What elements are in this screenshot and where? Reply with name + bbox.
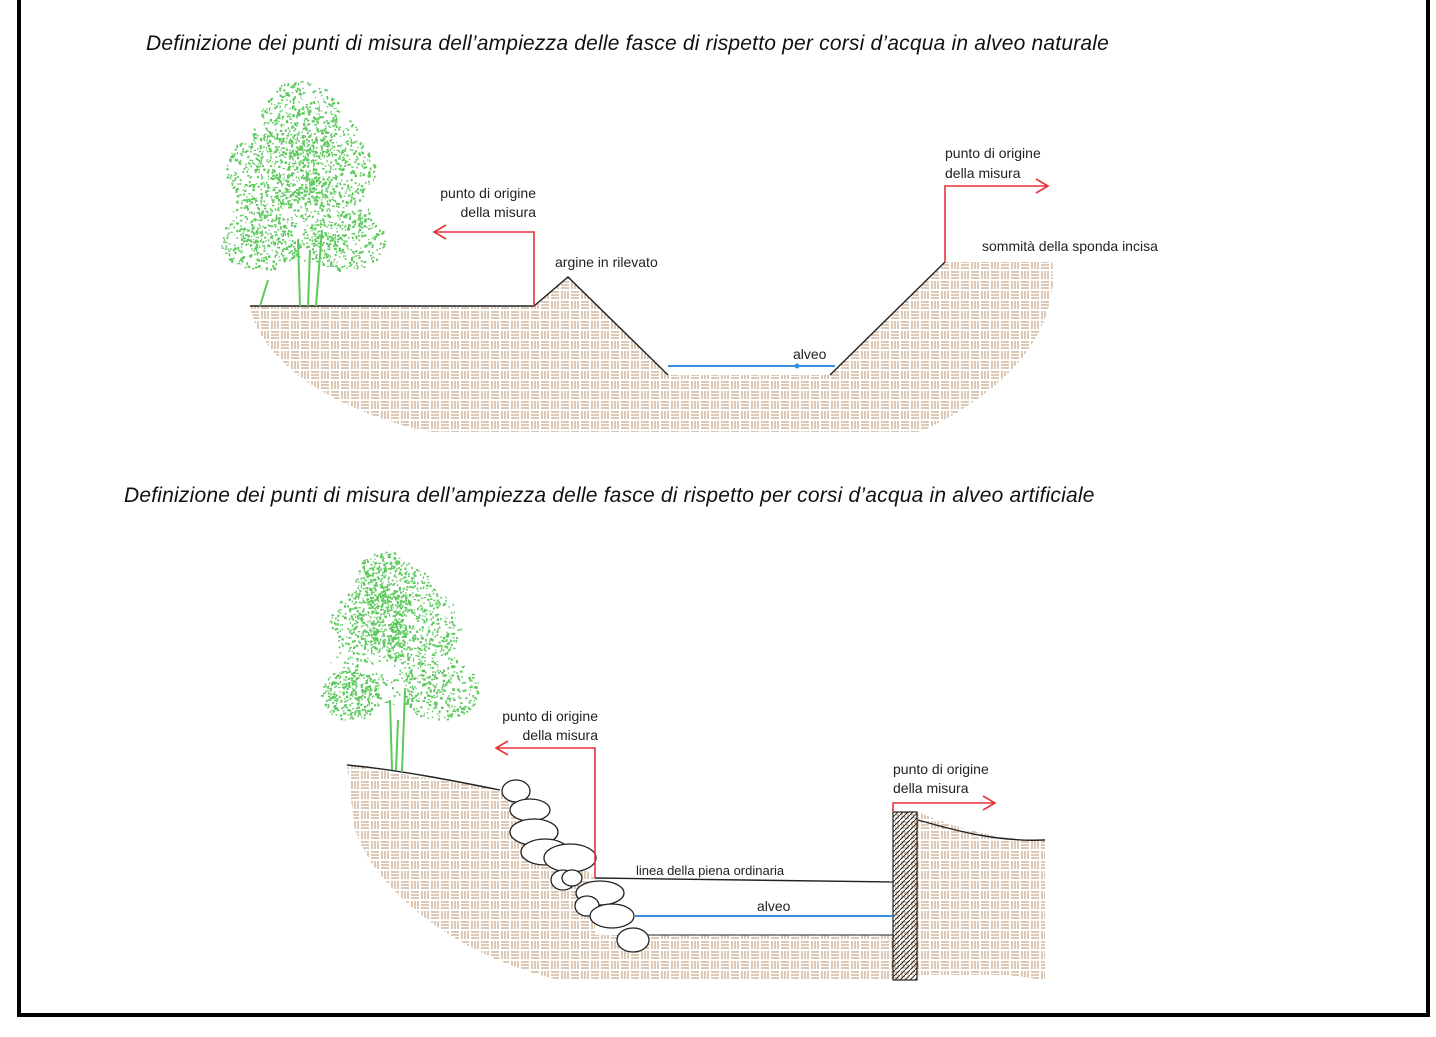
origin-label-left-2: della misura	[523, 727, 599, 743]
ground-profile-right	[829, 261, 946, 376]
riverbed-label: alveo	[793, 346, 827, 362]
water-marker	[794, 363, 800, 369]
origin-label-left-2: della misura	[461, 204, 537, 220]
flood-line	[594, 877, 894, 883]
origin-label-left-1: punto di origine	[440, 185, 536, 201]
title-natural-riverbed: Definizione dei punti di misura dell’amp…	[146, 32, 1110, 55]
tree-icon	[320, 551, 480, 773]
origin-arrow-left	[494, 740, 596, 878]
origin-label-left-1: punto di origine	[502, 708, 598, 724]
artificial-section: punto di origine della misura punto di o…	[320, 551, 1046, 981]
rip-rap	[501, 779, 650, 953]
retaining-wall	[892, 811, 918, 981]
ground-profile-right	[917, 819, 1046, 841]
natural-section: punto di origine della misura punto di o…	[221, 81, 1158, 432]
figure-frame	[17, 0, 1430, 1017]
bank-top-label: sommità della sponda incisa	[982, 238, 1158, 254]
origin-label-right-2: della misura	[893, 780, 969, 796]
tree-icon	[221, 81, 387, 307]
origin-label-right-2: della misura	[945, 165, 1021, 181]
origin-arrow-right	[944, 178, 1050, 262]
ground-profile	[346, 764, 501, 791]
soil-mass	[250, 262, 1053, 432]
origin-label-right-1: punto di origine	[945, 145, 1041, 161]
origin-arrow-right	[892, 795, 997, 812]
embankment-label: argine in rilevato	[555, 254, 658, 270]
ground-profile	[250, 276, 669, 376]
title-artificial-riverbed: Definizione dei punti di misura dell’amp…	[124, 484, 1095, 507]
flood-line-label: linea della piena ordinaria	[636, 863, 785, 878]
origin-label-right-1: punto di origine	[893, 761, 989, 777]
riverbed-label: alveo	[757, 898, 791, 914]
origin-arrow-left	[432, 224, 535, 306]
